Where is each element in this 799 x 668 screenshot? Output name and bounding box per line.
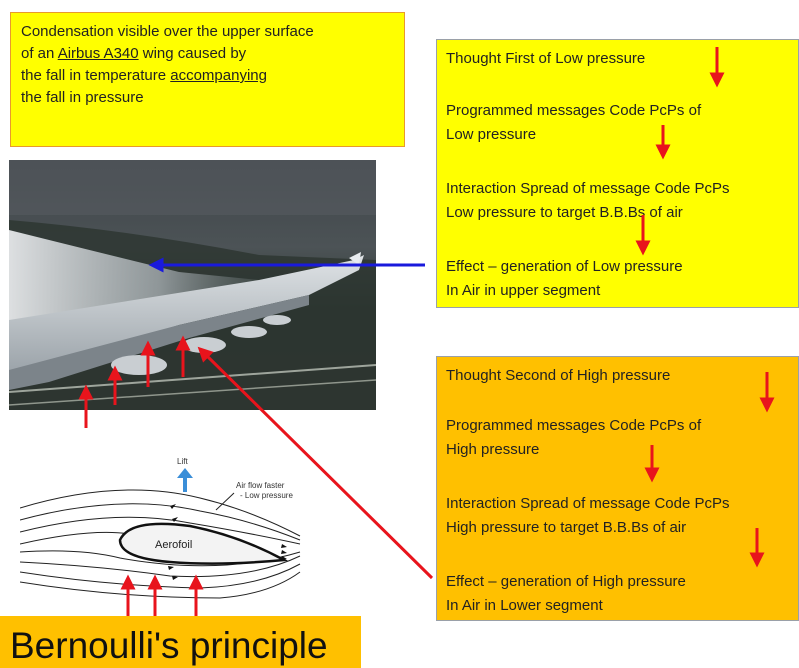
airflow-label-1: Air flow faster [236, 481, 285, 490]
caption-line-4: the fall in pressure [21, 89, 144, 106]
caption-box: Condensation visible over the upper surf… [10, 12, 405, 147]
aerofoil-shape [118, 522, 289, 565]
high-line-6: Effect – generation of High pressure [446, 573, 686, 590]
aerofoil-label: Aerofoil [155, 539, 192, 551]
streamline-8 [19, 571, 301, 599]
caption-line-3: the fall in temperature accompanying [21, 65, 394, 87]
high-line-1: Thought Second of High pressure [446, 367, 671, 384]
lift-label: Lift [177, 457, 188, 466]
aerofoil-svg: Aerofoil Lift Air flow faster - Low pres… [19, 457, 301, 599]
low-line-5: Low pressure to target B.B.Bs of air [446, 204, 683, 221]
low-line-2: Programmed messages Code PcPs of [446, 102, 702, 119]
caption-line-2-pre: of an [21, 45, 58, 62]
caption-line-3-pre: the fall in temperature [21, 67, 171, 84]
low-line-3: Low pressure [446, 126, 537, 143]
bernoulli-banner: Bernoulli's principle [0, 616, 361, 668]
airbus-a340-link[interactable]: Airbus A340 [57, 45, 139, 62]
high-line-5: High pressure to target B.B.Bs of air [446, 519, 687, 536]
accompanying-link[interactable]: accompanying [170, 67, 267, 84]
lift-arrow-icon [177, 468, 193, 492]
aerofoil-diagram: Aerofoil Lift Air flow faster - Low pres… [19, 448, 320, 616]
bernoulli-title: Bernoulli's principle [10, 625, 328, 666]
high-line-7: In Air in Lower segment [446, 597, 603, 614]
high-pressure-panel: Thought Second of High pressure Programm… [436, 356, 799, 621]
high-line-3: High pressure [446, 441, 540, 458]
low-pressure-panel: Thought First of Low pressure Programmed… [436, 39, 799, 308]
airflow-label-2: - Low pressure [240, 491, 293, 500]
low-line-1: Thought First of Low pressure [446, 50, 646, 67]
airflow-pointer [215, 492, 235, 511]
streamline-7 [19, 563, 301, 589]
caption-line-2-post: wing caused by [138, 45, 247, 62]
airbus-wing-photo [9, 160, 376, 410]
low-line-6: Effect – generation of Low pressure [446, 258, 683, 275]
caption-line-1: Condensation visible over the upper surf… [21, 23, 314, 40]
low-line-4: Interaction Spread of message Code PcPs [446, 180, 730, 197]
caption-line-2: of an Airbus A340 wing caused by [21, 43, 394, 65]
low-line-7: In Air in upper segment [446, 282, 601, 299]
high-line-2: Programmed messages Code PcPs of [446, 417, 702, 434]
wing-photo-svg [9, 160, 376, 410]
high-line-4: Interaction Spread of message Code PcPs [446, 495, 730, 512]
